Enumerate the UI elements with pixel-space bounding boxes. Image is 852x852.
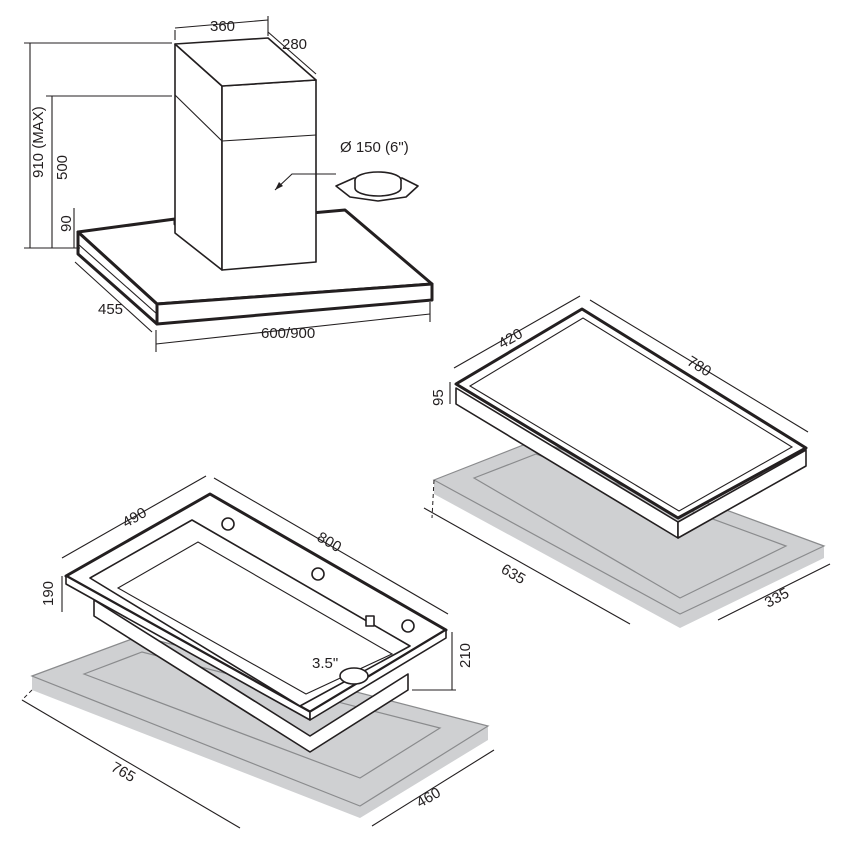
tap-hole-icon <box>401 619 415 633</box>
label-total-depth: 210 <box>457 643 474 668</box>
hood-canopy-side <box>155 282 434 326</box>
sink-cutout-inner <box>82 651 442 779</box>
dim-line-hob-depth <box>453 295 581 369</box>
dim-line-canopy-depth <box>74 261 153 333</box>
sink: 490 800 190 210 3.5" 765 460 <box>21 475 495 829</box>
canopy-edge-line <box>77 243 158 315</box>
duct-collar-icon <box>335 171 419 202</box>
tap-hole-icon <box>221 517 235 531</box>
label-sink-cutout-depth: 460 <box>414 784 444 811</box>
label-sink-cutout-width: 765 <box>108 759 138 786</box>
drain-icon <box>339 667 369 685</box>
dim-line-hob-width <box>589 299 809 433</box>
sink-cutout-top <box>30 635 490 807</box>
label-hob-cutout-width: 635 <box>498 561 528 588</box>
dim-line-sink-depth <box>61 475 207 559</box>
label-total-height: 910 (MAX) <box>30 106 47 178</box>
label-canopy-width: 600/900 <box>261 325 315 342</box>
sink-deck-edge-side <box>309 629 447 721</box>
label-sink-depth: 490 <box>120 504 150 531</box>
label-hob-cutout-depth: 335 <box>762 585 792 612</box>
hob: 420 780 95 635 335 <box>423 295 831 628</box>
label-drain-size: 3.5" <box>312 655 338 672</box>
sink-bowl-rim <box>89 519 411 707</box>
hob-cutout-shadow <box>434 440 824 628</box>
hob-glass-inner <box>468 317 794 512</box>
dim-line-cutout-width <box>423 507 631 625</box>
label-sink-width: 800 <box>314 529 344 556</box>
overflow-icon <box>365 615 375 627</box>
dash-ext <box>431 479 435 519</box>
dim-line-sink-width <box>213 477 449 615</box>
label-chimney-depth: 280 <box>282 36 307 53</box>
dash-ext <box>21 689 33 701</box>
dim-line-chimney-depth <box>267 31 317 75</box>
hob-body-side <box>677 449 807 539</box>
range-hood: 360 280 910 (MAX) 500 90 455 600/900 Ø 1… <box>24 16 434 352</box>
chimney-joint-line-side <box>174 94 223 142</box>
sink-bowl-body <box>93 599 409 753</box>
hob-glass-top <box>454 307 808 520</box>
label-canopy-height: 90 <box>58 215 75 232</box>
label-bowl-depth: 190 <box>40 581 57 606</box>
tap-hole-icon <box>311 567 325 581</box>
hob-cutout-inner <box>472 453 788 599</box>
chimney-joint-line <box>221 134 317 142</box>
label-hob-thickness: 95 <box>430 389 447 406</box>
label-chimney-width: 360 <box>210 18 235 35</box>
sink-bowl-floor <box>116 541 394 695</box>
sink-cutout-shadow <box>32 636 488 818</box>
dim-line-sink-cutout-depth <box>371 749 495 827</box>
hood-chimney-front <box>221 79 317 271</box>
hood-chimney-top <box>174 37 317 87</box>
label-canopy-depth: 455 <box>98 301 123 318</box>
dim-line-sink-cutout-width <box>21 699 241 829</box>
dim-line-chimney-width <box>174 19 269 29</box>
label-duct-diameter: Ø 150 (6") <box>340 139 409 156</box>
dim-line-canopy-width <box>155 313 431 345</box>
dim-line-cutout-depth <box>717 563 831 621</box>
hob-cutout-top <box>432 439 826 615</box>
label-chimney-height: 500 <box>54 155 71 180</box>
duct-leader-arrow <box>275 182 283 190</box>
